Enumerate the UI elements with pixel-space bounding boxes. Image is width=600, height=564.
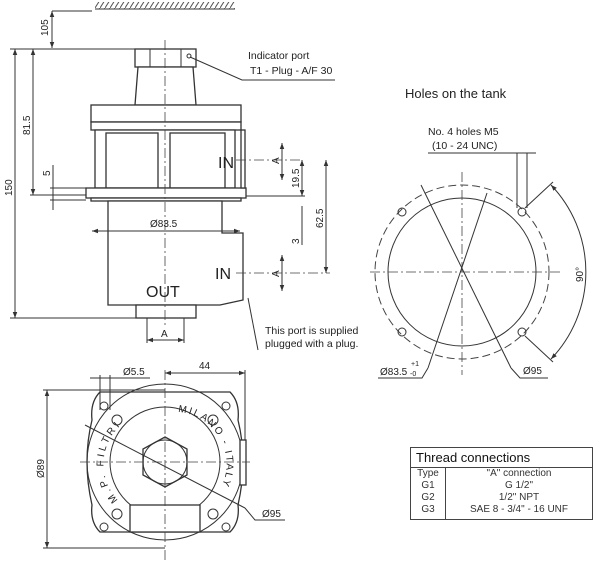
header-connection: "A" connection <box>486 468 552 479</box>
indicator-note-line1: Indicator port <box>248 50 309 62</box>
dim-hole-diameter: Ø5.5 <box>123 367 145 378</box>
dim-in-offset: 19.5 <box>291 168 302 188</box>
holes-note-line2: (10 - 24 UNC) <box>432 140 497 152</box>
indicator-note-line2: T1 - Plug - A/F 30 <box>250 65 332 77</box>
dim-half-width: 44 <box>199 361 211 372</box>
dim-flange: 5 <box>42 170 53 176</box>
dim-bolt-circle: Ø95 <box>262 509 281 520</box>
dim-in-spacing: 62.5 <box>315 208 326 228</box>
tank-holes <box>397 207 527 337</box>
table-row: G3 SAE 8 - 3/4" - 16 UNF <box>410 504 593 520</box>
holes-note-line1: No. 4 holes M5 <box>428 126 499 138</box>
tolerance-upper: +1 <box>411 361 419 368</box>
row-connection: SAE 8 - 3/4" - 16 UNF <box>469 504 569 515</box>
tank-hatch <box>95 2 235 9</box>
port-in-upper: IN <box>218 155 234 172</box>
tolerance-lower: -0 <box>410 371 416 378</box>
port-in-lower: IN <box>215 266 231 283</box>
table-header-row: Type "A" connection <box>410 467 593 480</box>
bottom-view: M.P. FILTRI MILANO - ITALY Ø89 Ø5.5 44 Ø… <box>36 361 285 560</box>
indicator-cap <box>134 48 197 68</box>
dim-height: Ø89 <box>36 459 47 478</box>
tank-holes-title: Holes on the tank <box>405 86 507 101</box>
angle-label: 90° <box>575 267 586 282</box>
port-out: OUT <box>146 284 180 301</box>
dim-total-height: 150 <box>4 179 15 196</box>
dim-diameter: Ø83.5 <box>150 219 178 230</box>
thread-connections-table: Thread connections Type "A" connection G… <box>410 447 593 520</box>
table-title: Thread connections <box>410 447 593 468</box>
row-type: G2 <box>410 492 446 504</box>
thread-a-lower: A <box>271 270 282 277</box>
inner-diameter: Ø83.5 <box>380 367 408 378</box>
row-type: G3 <box>410 504 446 520</box>
header-type: Type <box>410 467 446 480</box>
row-type: G1 <box>410 480 446 492</box>
thread-a-upper: A <box>271 157 282 164</box>
bottom-bolts <box>99 401 231 532</box>
indicator-port <box>186 53 192 59</box>
dim-gap: 3 <box>291 238 302 244</box>
tank-holes-view: Holes on the tank No. 4 holes M5 (10 - 2… <box>370 86 587 379</box>
dim-upper: 81.5 <box>22 115 33 135</box>
side-view: 105 150 81.5 5 IN IN OUT A A <box>4 2 359 351</box>
table-row: G1 G 1/2" <box>410 480 593 492</box>
dim-top-clearance: 105 <box>40 19 51 36</box>
thread-a-out: A <box>161 329 168 340</box>
table-row: G2 1/2" NPT <box>410 492 593 504</box>
bolt-circle-label: Ø95 <box>523 366 542 377</box>
plug-note-line1: This port is supplied <box>265 325 359 337</box>
plug-note-line2: plugged with a plug. <box>265 338 358 350</box>
row-connection: 1/2" NPT <box>498 492 540 503</box>
row-connection: G 1/2" <box>504 480 533 491</box>
